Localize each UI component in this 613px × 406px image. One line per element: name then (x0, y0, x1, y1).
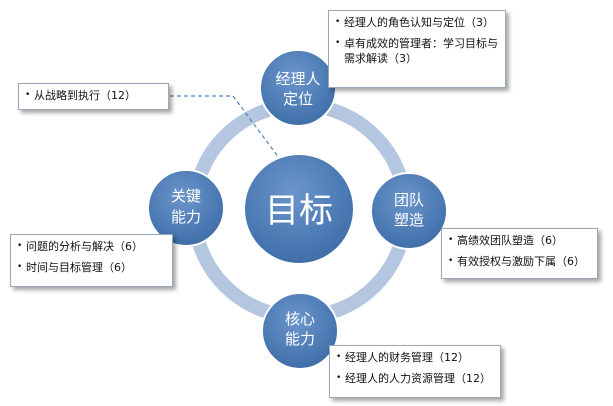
callout-top-left: • 从战略到执行（12） (18, 83, 169, 110)
bullet-icon: • (336, 373, 342, 383)
list-item-text: 经理人的角色认知与定位（3） (344, 16, 494, 29)
node-top-line-1: 经理人 (275, 70, 320, 88)
bullet-icon: • (448, 256, 454, 266)
list-item-text: 经理人的人力资源管理（12） (345, 372, 491, 385)
center-label: 目标 (265, 191, 333, 231)
callout-right-list: • 高绩效团队塑造（6） • 有效授权与激励下属（6） (448, 233, 591, 269)
node-right-line-1: 团队 (394, 191, 424, 209)
bullet-icon: • (17, 241, 23, 251)
list-item-text: 问题的分析与解决（6） (26, 240, 143, 253)
bullet-icon: • (448, 235, 454, 245)
callout-left: • 问题的分析与解决（6） • 时间与目标管理（6） (10, 234, 173, 287)
list-item-text: 高绩效团队塑造（6） (457, 234, 563, 247)
list-item: • 经理人的财务管理（12） (336, 350, 494, 365)
bullet-icon: • (335, 38, 341, 48)
callout-bottom-list: • 经理人的财务管理（12） • 经理人的人力资源管理（12） (336, 350, 494, 386)
bullet-icon: • (336, 352, 342, 362)
list-item-text: 卓有成效的管理者：学习目标与需求解读（3） (344, 37, 498, 65)
bullet-icon: • (25, 90, 31, 100)
callout-bottom: • 经理人的财务管理（12） • 经理人的人力资源管理（12） (329, 345, 501, 398)
callout-right: • 高绩效团队塑造（6） • 有效授权与激励下属（6） (441, 228, 598, 279)
node-bottom: 核心 能力 (261, 292, 339, 370)
callout-top-right-list: • 经理人的角色认知与定位（3） • 卓有成效的管理者：学习目标与需求解读（3） (335, 15, 499, 66)
list-item: • 经理人的角色认知与定位（3） (335, 15, 499, 30)
node-left: 关键 能力 (147, 169, 225, 247)
node-right: 团队 塑造 (370, 172, 448, 250)
list-item-text: 经理人的财务管理（12） (345, 351, 469, 364)
list-item-text: 从战略到执行（12） (34, 89, 136, 102)
bullet-icon: • (335, 17, 341, 27)
node-top: 经理人 定位 (259, 49, 337, 127)
list-item: • 从战略到执行（12） (25, 88, 162, 103)
callout-top-right: • 经理人的角色认知与定位（3） • 卓有成效的管理者：学习目标与需求解读（3） (328, 10, 506, 88)
node-top-line-2: 定位 (283, 90, 313, 108)
list-item: • 有效授权与激励下属（6） (448, 254, 591, 269)
node-left-line-1: 关键 (171, 187, 201, 205)
list-item: • 高绩效团队塑造（6） (448, 233, 591, 248)
node-bottom-line-1: 核心 (285, 310, 315, 328)
list-item: • 问题的分析与解决（6） (17, 239, 166, 254)
dashed-connector (170, 95, 283, 163)
bullet-icon: • (17, 262, 23, 272)
list-item-text: 有效授权与激励下属（6） (457, 255, 585, 268)
node-left-line-2: 能力 (171, 208, 201, 226)
list-item: • 卓有成效的管理者：学习目标与需求解读（3） (335, 36, 499, 66)
center-node: 目标 (243, 153, 355, 265)
list-item: • 经理人的人力资源管理（12） (336, 371, 494, 386)
callout-top-left-list: • 从战略到执行（12） (25, 88, 162, 103)
node-bottom-line-2: 能力 (285, 330, 315, 348)
list-item-text: 时间与目标管理（6） (26, 261, 132, 274)
node-right-line-2: 塑造 (394, 211, 424, 229)
callout-left-list: • 问题的分析与解决（6） • 时间与目标管理（6） (17, 239, 166, 275)
list-item: • 时间与目标管理（6） (17, 260, 166, 275)
